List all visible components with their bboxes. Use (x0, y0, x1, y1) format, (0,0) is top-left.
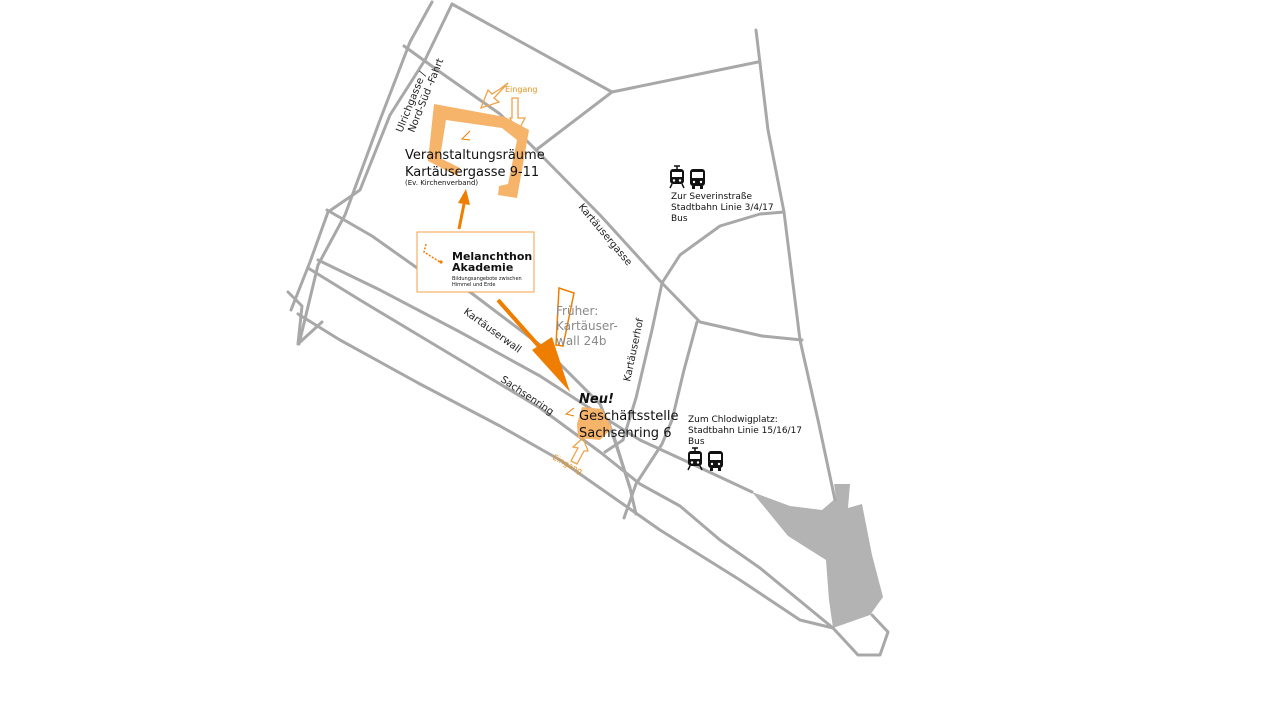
street-label-kartaeusergasse: Kartäusergasse (576, 202, 634, 268)
bus-icon (708, 451, 723, 471)
logo-tagline-1: Bildungsangebote zwischen (452, 276, 522, 282)
venue-entrance-label: Eingang (505, 85, 537, 94)
office-entrance-arrow-icon (570, 436, 589, 465)
park-area (752, 484, 883, 628)
transit-severin-line-3: Bus (671, 214, 688, 224)
bus-icon (690, 169, 705, 189)
entrance-arrow-icon (508, 97, 527, 135)
arrow-to-office (496, 298, 570, 392)
office-building (577, 407, 612, 440)
logo-tagline-2: Himmel und Erde (452, 282, 495, 288)
transit-severin-line-2: Stadtbahn Linie 3/4/17 (671, 203, 774, 213)
former-building (555, 286, 575, 347)
venue-title-line-2: Kartäusergasse 9-11 (405, 165, 539, 180)
tram-icon (669, 165, 685, 189)
former-label-line-2: Kartäuser- (556, 319, 618, 333)
arrow-to-venue (457, 189, 470, 230)
venue-entrance-arrows (479, 82, 527, 135)
logo-mark-icon (423, 243, 441, 263)
office-new-badge: Neu! (579, 392, 614, 407)
office-entrance-label: Eingang (551, 453, 584, 476)
transit-severin: Zur Severinstraße Stadtbahn Linie 3/4/17… (669, 165, 774, 224)
entrance-arrow-icon (479, 82, 509, 110)
transit-chlodwig-line-2: Stadtbahn Linie 15/16/17 (688, 426, 802, 436)
roads (286, 0, 890, 657)
office-title-line-1: Geschäftsstelle (579, 409, 679, 424)
transit-chlodwig-line-3: Bus (688, 437, 705, 447)
venue-building (428, 104, 529, 198)
transit-severin-line-1: Zur Severinstraße (671, 192, 753, 202)
former-label-line-1: Früher: (556, 304, 598, 318)
logo-name-line-1: Melanchthon (452, 250, 532, 263)
transit-chlodwig-line-1: Zum Chlodwigplatz: (688, 415, 778, 425)
tram-icon (687, 447, 703, 471)
venue-note: (Ev. Kirchenverband) (405, 179, 478, 187)
former-label-line-3: wall 24b (556, 334, 607, 348)
venue-title-line-1: Veranstaltungsräume (405, 148, 545, 163)
transit-chlodwig: Zum Chlodwigplatz: Stadtbahn Linie 15/16… (687, 415, 802, 471)
venue-logo-mark (460, 130, 471, 141)
melanchthon-logo: Melanchthon Akademie Bildungsangebote zw… (416, 231, 535, 293)
office-title-line-2: Sachsenring 6 (579, 426, 671, 441)
logo-name-line-2: Akademie (452, 261, 513, 274)
office-logo-mark (564, 407, 575, 417)
